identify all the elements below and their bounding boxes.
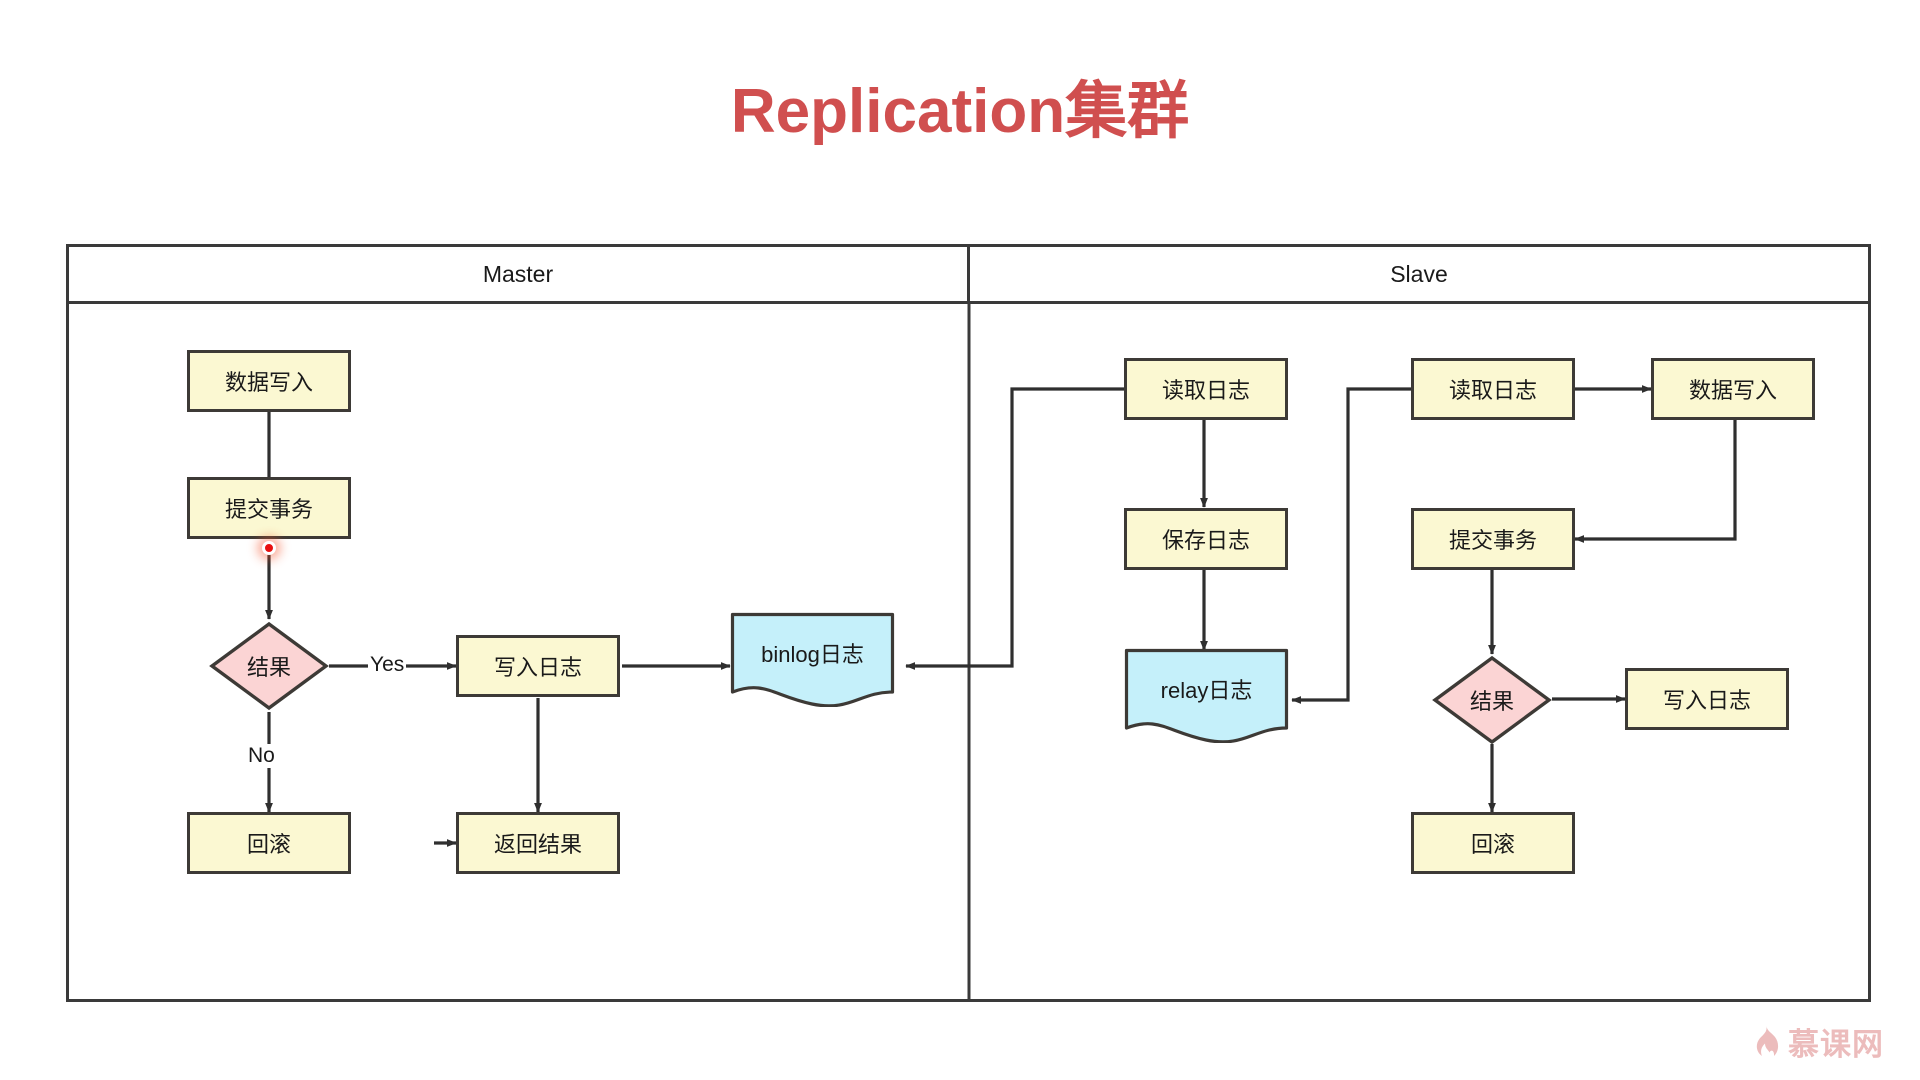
node-label: relay日志 (1160, 677, 1253, 703)
node-slave-write-log[interactable]: 写入日志 (1625, 668, 1789, 730)
node-label: 保存日志 (1161, 528, 1250, 553)
watermark: 慕课网 (1752, 1019, 1884, 1064)
edge-label-no: No (246, 744, 277, 768)
diamond-shape (1432, 655, 1552, 745)
node-label: 数据写入 (224, 370, 313, 395)
node-slave-relay-log[interactable]: relay日志 (1124, 648, 1289, 743)
node-master-result[interactable]: 结果 (209, 621, 329, 711)
node-slave-save-log[interactable]: 保存日志 (1124, 508, 1288, 570)
node-master-write-data[interactable]: 数据写入 (187, 350, 351, 412)
node-label: 读取日志 (1448, 378, 1537, 403)
edge-label-yes: Yes (368, 653, 407, 677)
node-label: 写入日志 (493, 655, 582, 680)
page-title: Replication集群 (730, 77, 1190, 146)
node-label: 返回结果 (493, 832, 582, 857)
node-slave-result[interactable]: 结果 (1432, 655, 1552, 745)
node-label: 提交事务 (1448, 528, 1537, 553)
node-master-commit-tx[interactable]: 提交事务 (187, 477, 351, 539)
lane-header-master: Master (69, 247, 970, 301)
watermark-text: 慕课网 (1788, 1027, 1884, 1062)
lane-divider (967, 304, 970, 1002)
node-label: 回滚 (246, 832, 291, 857)
document-shape (730, 612, 895, 707)
node-master-rollback[interactable]: 回滚 (187, 812, 351, 874)
hotspot-marker-dot (262, 541, 276, 555)
node-master-write-log[interactable]: 写入日志 (456, 635, 620, 697)
node-label: binlog日志 (761, 641, 864, 667)
node-label: 结果 (1469, 689, 1514, 714)
flame-icon (1756, 1025, 1779, 1056)
swimlane-header-row: Master Slave (69, 247, 1868, 304)
node-slave-read-log-2[interactable]: 读取日志 (1411, 358, 1575, 420)
node-slave-read-log-1[interactable]: 读取日志 (1124, 358, 1288, 420)
node-label: 提交事务 (224, 497, 313, 522)
node-slave-write-data[interactable]: 数据写入 (1651, 358, 1815, 420)
node-label: 数据写入 (1688, 378, 1777, 403)
node-label: 写入日志 (1662, 688, 1751, 713)
document-shape (1124, 648, 1289, 743)
node-label: 回滚 (1470, 832, 1515, 857)
lane-header-slave: Slave (1390, 260, 1448, 287)
node-slave-rollback[interactable]: 回滚 (1411, 812, 1575, 874)
node-master-binlog[interactable]: binlog日志 (730, 612, 895, 707)
node-label: 结果 (246, 655, 291, 680)
node-label: 读取日志 (1161, 378, 1250, 403)
diamond-shape (209, 621, 329, 711)
node-slave-commit-tx[interactable]: 提交事务 (1411, 508, 1575, 570)
node-master-return-result[interactable]: 返回结果 (456, 812, 620, 874)
